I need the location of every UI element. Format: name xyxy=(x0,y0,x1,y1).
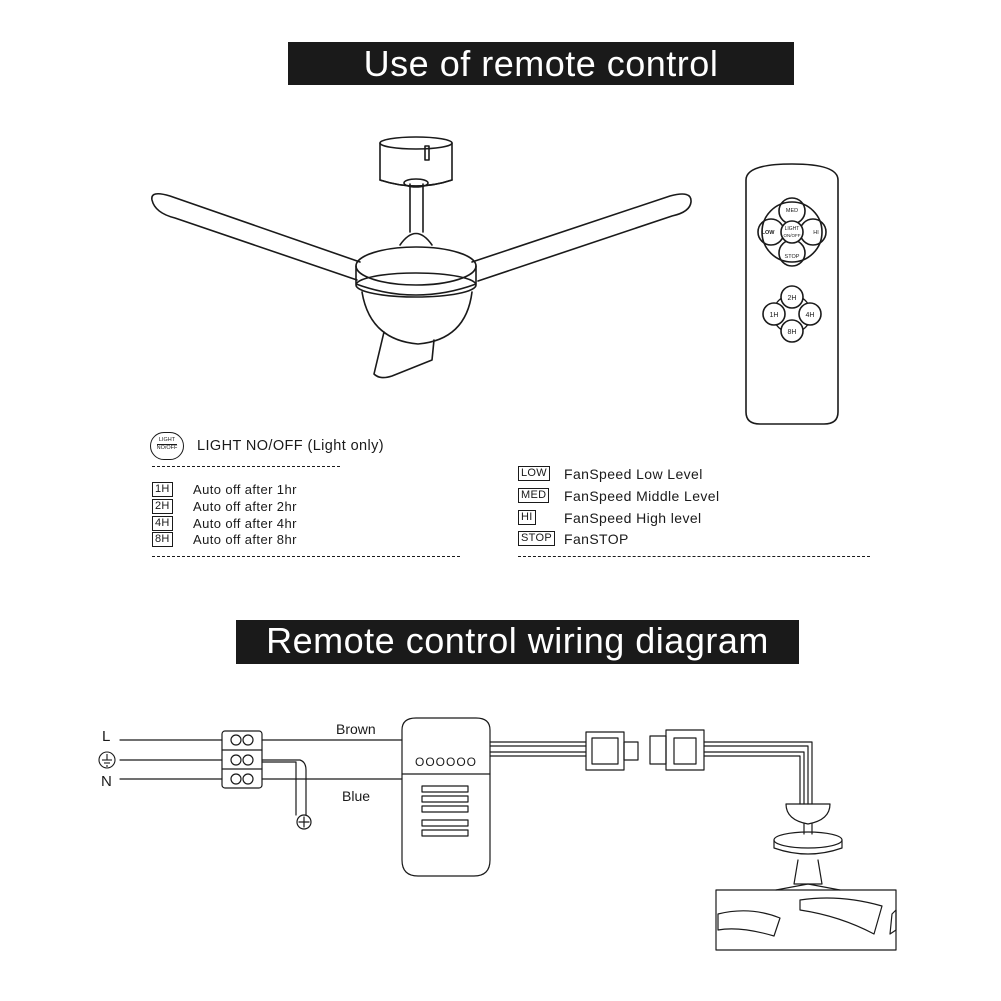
legend-text-low: FanSpeed Low Level xyxy=(564,466,703,482)
legend-text-hi: FanSpeed High level xyxy=(564,510,702,526)
legend-text-4h: Auto off after 4hr xyxy=(193,516,297,531)
remote-4h-label: 4H xyxy=(806,312,815,319)
legend-text-1h: Auto off after 1hr xyxy=(193,482,297,497)
section-title-wiring: Remote control wiring diagram xyxy=(236,620,799,664)
remote-low-label: LOW xyxy=(762,230,776,236)
legend-text-stop: FanSTOP xyxy=(564,531,629,547)
wire-label-blue: Blue xyxy=(342,788,371,804)
terminal-neutral-label: N xyxy=(101,773,112,790)
remote-stop-label: STOP xyxy=(785,254,800,260)
legend-light-text: LIGHT NO/OFF (Light only) xyxy=(197,438,384,454)
wire-label-brown: Brown xyxy=(336,721,376,737)
wiring-diagram xyxy=(119,717,897,951)
receiver-marking: OOOOOO xyxy=(415,755,477,769)
remote-hi-label: HI xyxy=(813,230,819,236)
legend-key-stop: STOP xyxy=(518,531,555,546)
legend-key-med: MED xyxy=(518,488,550,503)
remote-light-label: LIGHT xyxy=(785,226,800,232)
legend-text-2h: Auto off after 2hr xyxy=(193,499,297,514)
legend-divider xyxy=(518,556,870,557)
ceiling-fan-illustration xyxy=(151,136,692,379)
legend-key-1h: 1H xyxy=(152,482,173,497)
legend-key-2h: 2H xyxy=(152,499,173,514)
legend-key-hi: HI xyxy=(518,510,536,525)
remote-med-label: MED xyxy=(786,208,798,214)
remote-onoff-label: ON/OFF xyxy=(784,233,801,238)
remote-1h-label: 1H xyxy=(770,312,779,319)
legend-text-8h: Auto off after 8hr xyxy=(193,532,297,547)
light-onoff-icon: LIGHT NO/OFF xyxy=(150,432,184,460)
remote-8h-label: 8H xyxy=(788,329,797,336)
section-title-remote-use: Use of remote control xyxy=(288,42,794,85)
legend-key-8h: 8H xyxy=(152,532,173,547)
remote-2h-label: 2H xyxy=(788,295,797,302)
legend-text-med: FanSpeed Middle Level xyxy=(564,488,720,504)
legend-divider xyxy=(152,466,340,467)
remote-control-illustration xyxy=(745,163,839,425)
ground-symbol-icon xyxy=(98,751,116,769)
terminal-live-label: L xyxy=(102,728,111,745)
legend-divider xyxy=(152,556,460,557)
legend-key-low: LOW xyxy=(518,466,550,481)
legend-key-4h: 4H xyxy=(152,516,173,531)
